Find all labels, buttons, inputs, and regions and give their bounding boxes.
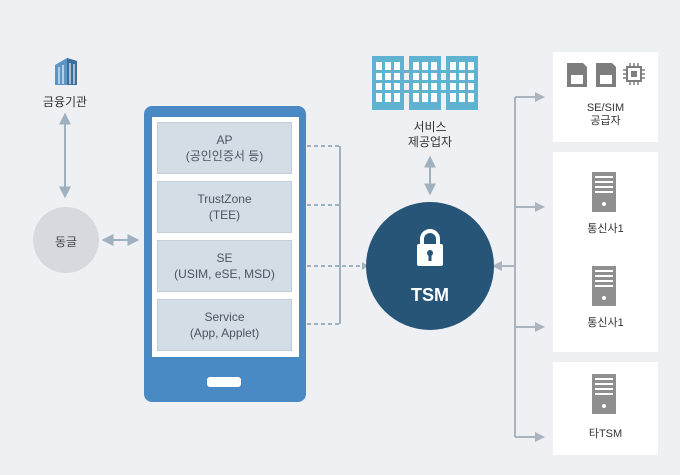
service-provider-line1: 서비스 <box>413 120 447 134</box>
other-tsm-label: 타TSM <box>588 428 623 440</box>
dongle-circle <box>33 207 99 273</box>
server-icon <box>592 172 616 212</box>
slot-service: Service (App, Applet) <box>157 299 292 351</box>
telecom-1-label: 통신사1 <box>587 223 624 235</box>
sim-supplier-label: SE/SIM 공급자 <box>553 102 658 128</box>
financial-institution-label: 금융기관 <box>42 95 88 109</box>
lock-icon <box>417 229 443 266</box>
sim-supplier-line2: 공급자 <box>590 115 621 127</box>
service-provider-line2: 제공업자 <box>407 135 453 149</box>
server-icon <box>592 374 616 414</box>
slot-ap: AP (공인인증서 등) <box>157 122 292 174</box>
slot-ap-title: AP <box>216 133 233 147</box>
slot-se: SE (USIM, eSE, MSD) <box>157 240 292 292</box>
slot-trustzone-subtitle: (TEE) <box>208 208 241 222</box>
buildings-icon <box>372 56 478 110</box>
slot-se-subtitle: (USIM, eSE, MSD) <box>174 267 275 281</box>
slot-dashed-connectors <box>300 145 368 325</box>
slot-service-title: Service <box>204 310 245 324</box>
service-provider-label: 서비스 제공업자 <box>380 120 480 150</box>
dongle-label: 동글 <box>54 235 78 249</box>
server-icon <box>592 266 616 306</box>
slot-se-title: SE <box>216 251 233 265</box>
sim-supplier-line1: SE/SIM <box>586 102 625 114</box>
slot-trustzone: TrustZone (TEE) <box>157 181 292 233</box>
building-icon <box>55 58 77 85</box>
tsm-label: TSM <box>411 285 449 305</box>
tsm-right-connectors <box>515 92 545 442</box>
phone-home-button <box>207 377 241 387</box>
sim-chip-icons <box>567 63 645 87</box>
slot-trustzone-title: TrustZone <box>197 192 252 206</box>
slot-ap-subtitle: (공인인증서 등) <box>185 149 264 163</box>
telecom-2-label: 통신사1 <box>587 317 624 329</box>
slot-service-subtitle: (App, Applet) <box>189 326 260 340</box>
